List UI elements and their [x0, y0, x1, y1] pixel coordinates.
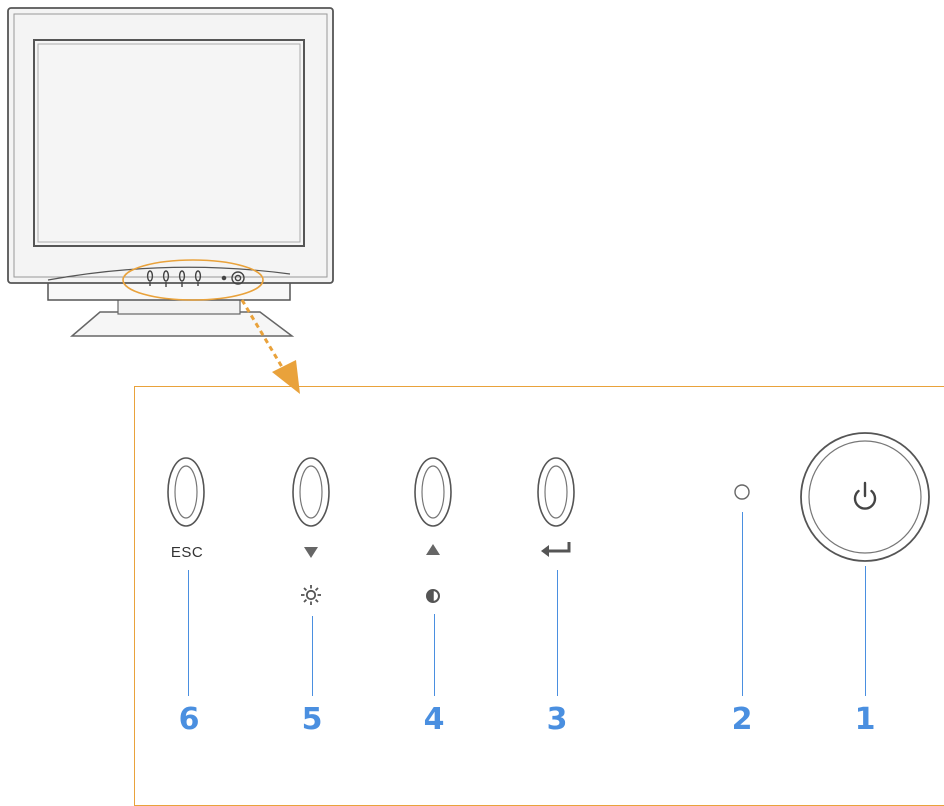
- monitor-screen: [33, 39, 305, 247]
- enter-arrow-icon: [541, 542, 571, 557]
- leader-line-5: [312, 616, 313, 696]
- up-contrast-button[interactable]: [413, 456, 453, 528]
- leader-line-2: [742, 512, 743, 696]
- power-button[interactable]: [798, 430, 932, 564]
- label-number-6: 6: [178, 702, 200, 737]
- callout-arrow: [240, 299, 300, 394]
- brightness-icon: [301, 585, 321, 605]
- monitor-bezel: [13, 13, 328, 278]
- leader-line-4: [434, 614, 435, 696]
- power-led-icon: [734, 484, 750, 500]
- monitor-illustration: [7, 7, 334, 337]
- leader-line-1: [865, 566, 866, 696]
- highlight-ellipse: [122, 259, 264, 301]
- label-number-4: 4: [423, 702, 445, 737]
- leader-line-6: [188, 570, 189, 696]
- label-number-1: 1: [854, 702, 876, 737]
- label-number-3: 3: [546, 702, 568, 737]
- monitor-stand: [69, 311, 295, 337]
- label-number-5: 5: [301, 702, 323, 737]
- esc-button[interactable]: [166, 456, 206, 528]
- enter-button[interactable]: [536, 456, 576, 528]
- esc-label: ESC: [170, 544, 204, 561]
- mini-buttons: [146, 270, 245, 287]
- label-number-2: 2: [731, 702, 753, 737]
- up-triangle-icon: [426, 544, 440, 555]
- leader-line-3: [557, 570, 558, 696]
- power-icon: [853, 481, 877, 510]
- down-triangle-icon: [304, 547, 318, 558]
- contrast-icon: [426, 589, 440, 603]
- down-brightness-button[interactable]: [291, 456, 331, 528]
